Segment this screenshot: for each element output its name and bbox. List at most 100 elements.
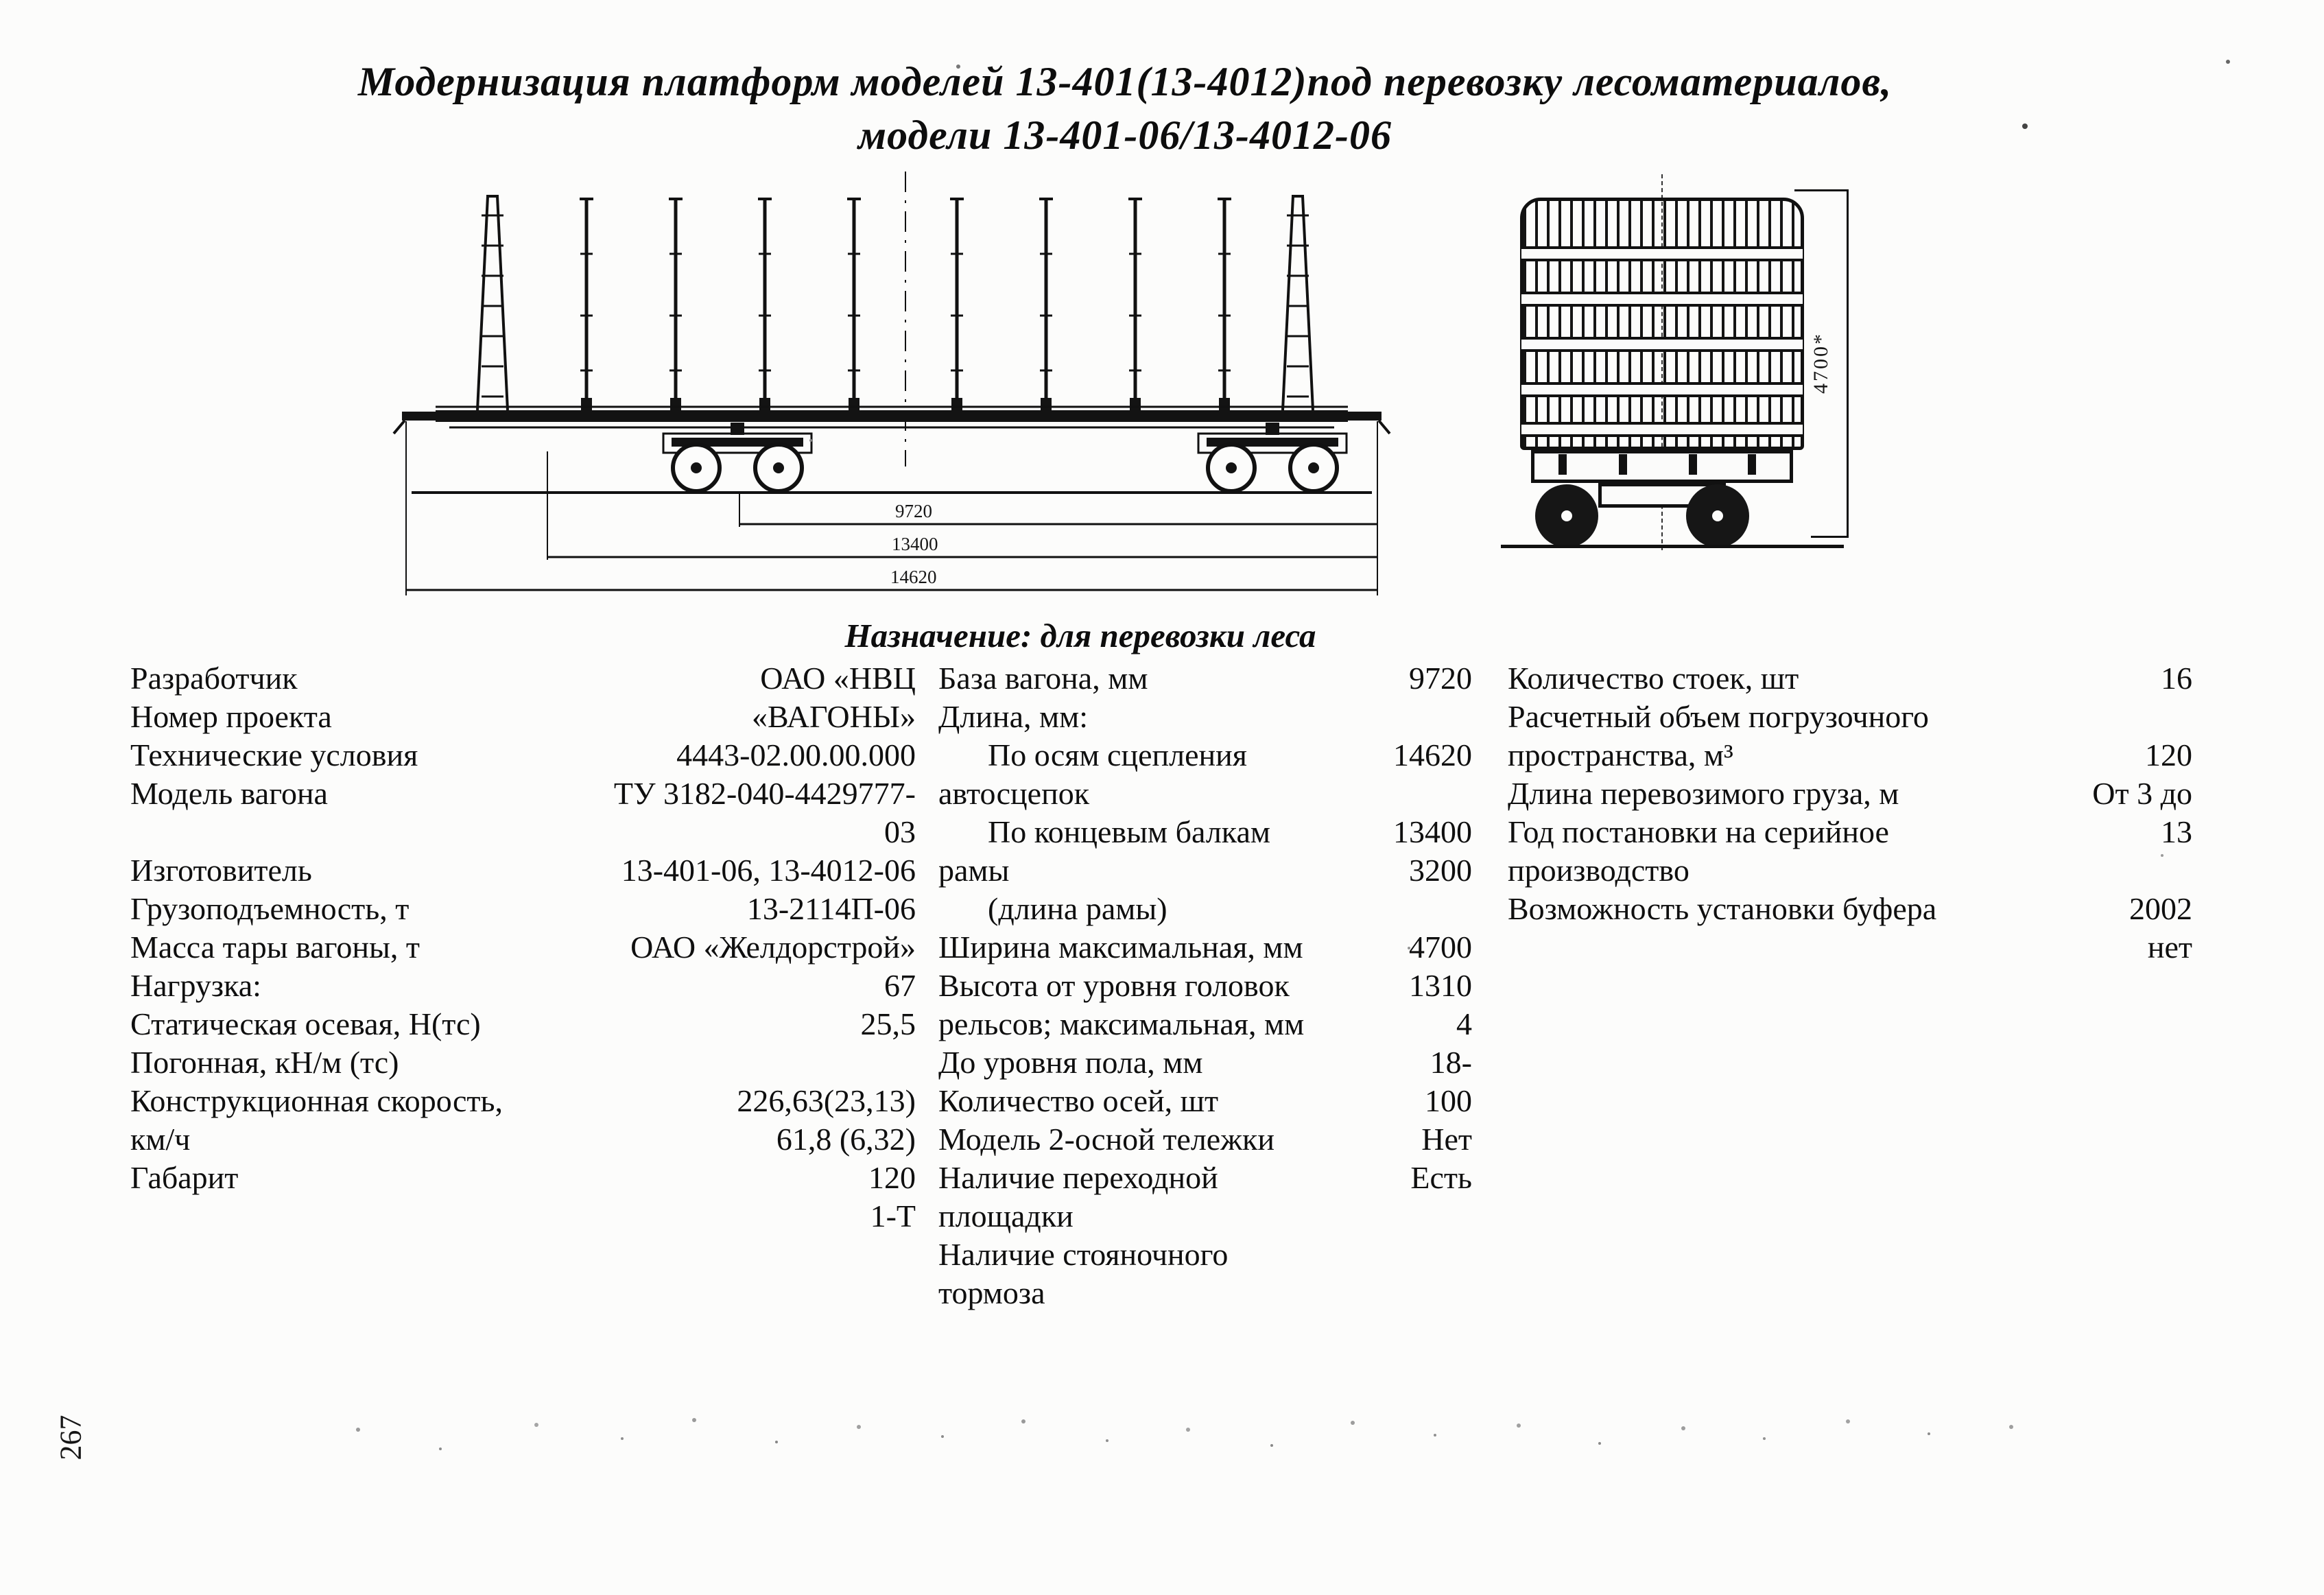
dim-label-4700: 4700* [1810, 332, 1832, 394]
spec-row: По концевым балкам 13400 [938, 814, 1472, 852]
uncoupling-rod-right [1377, 419, 1391, 435]
spec-label: По осям сцепления [988, 737, 1247, 772]
brake-hanger [1619, 454, 1627, 475]
wheel [1686, 484, 1749, 547]
spec-row: пространства, м³ 120 [1508, 737, 2192, 775]
spec-label: База вагона, мм [938, 661, 1148, 696]
timber-load [1520, 198, 1804, 450]
wheel [1535, 484, 1598, 547]
spec-value: 120 [2145, 737, 2192, 772]
spec-row: До уровня пола, мм 18- [938, 1044, 1472, 1083]
spec-row: Статическая осевая, Н(тс) 25,5 [130, 1006, 916, 1044]
spec-row: площадки [938, 1198, 1472, 1236]
stake-pocket [849, 398, 859, 410]
spec-row: км/ч 61,8 (6,32) [130, 1121, 916, 1159]
spec-value: ОАО «НВЦ [760, 661, 916, 696]
wheel-hub [1226, 462, 1237, 473]
spec-value: 9720 [1409, 661, 1472, 696]
binder-bar [1521, 246, 1803, 261]
wheel-hub [691, 462, 702, 473]
spec-value: нет [2147, 930, 2192, 965]
spec-label: Конструкционная скорость, [130, 1083, 503, 1118]
spec-row: Конструкционная скорость, 226,63(23,13) [130, 1083, 916, 1121]
binder-bar [1521, 382, 1803, 397]
spec-row: Габарит 120 [130, 1159, 916, 1198]
stake-pocket [1219, 398, 1230, 410]
spec-value: Есть [1410, 1160, 1472, 1195]
spec-value: 25,5 [860, 1006, 916, 1041]
spec-value: «ВАГОНЫ» [751, 699, 916, 734]
dim-label-9720: 9720 [895, 501, 932, 521]
bogies-group [662, 423, 1348, 493]
spec-row: Технические условия 4443-02.00.00.000 [130, 737, 916, 775]
spec-label: Габарит [130, 1160, 239, 1195]
spec-row: Масса тары вагоны, т ОАО «Желдорстрой» [130, 929, 916, 967]
spec-label: тормоза [938, 1275, 1045, 1310]
bogie-pivot [1266, 423, 1279, 435]
spec-label: Возможность установки буфера [1508, 891, 1937, 926]
spec-label: (длина рамы) [988, 891, 1167, 926]
spec-label: км/ч [130, 1122, 191, 1157]
spec-row: рельсов; максимальная, мм 4 [938, 1006, 1472, 1044]
spec-value: 13-401-06, 13-4012-06 [621, 853, 916, 888]
spec-label: Год постановки на серийное [1508, 814, 1889, 849]
coupler-right [1347, 412, 1382, 421]
spec-row: Модель вагона ТУ 3182-040-4429777- [130, 775, 916, 814]
spec-value: 13400 [1393, 814, 1472, 849]
rail-line [1501, 545, 1844, 548]
page-title: Модернизация платформ моделей 13-401(13-… [171, 55, 2078, 162]
spec-row: автосцепок [938, 775, 1472, 814]
stake-pocket [670, 398, 681, 410]
spec-label: Длина, мм: [938, 699, 1088, 734]
spec-label: Высота от уровня головок [938, 968, 1290, 1003]
spec-row: 1-Т [130, 1198, 916, 1236]
uncoupling-rod-left [392, 419, 406, 435]
spec-row: производство [1508, 852, 2192, 890]
spec-label: Модель 2-осной тележки [938, 1122, 1274, 1157]
binder-bar [1521, 422, 1803, 437]
spec-row: Модель 2-осной тележки Нет [938, 1121, 1472, 1159]
spec-row: нет [1508, 929, 2192, 967]
spec-value: 67 [884, 968, 916, 1003]
end-ladders-group [476, 195, 1314, 411]
binder-bar [1521, 292, 1803, 307]
ladder-rail [476, 196, 489, 411]
stake-pocket [1041, 398, 1052, 410]
spec-label: пространства, м³ [1508, 737, 1733, 772]
spec-row: Разработчик ОАО «НВЦ [130, 660, 916, 698]
stake-pocket [759, 398, 770, 410]
spec-label: Количество стоек, шт [1508, 661, 1799, 696]
dim-extension [1794, 189, 1847, 191]
spec-label: Технические условия [130, 737, 418, 772]
platform-beam [436, 410, 1348, 422]
spec-label: Разработчик [130, 661, 298, 696]
spec-label: Модель вагона [130, 776, 328, 811]
spec-row: Номер проекта «ВАГОНЫ» [130, 698, 916, 737]
ladder-rail [496, 196, 509, 411]
flatcar-end-view-drawing: 4700* [1495, 174, 1880, 550]
spec-label: Изготовитель [130, 853, 312, 888]
spec-label: Статическая осевая, Н(тс) [130, 1006, 481, 1041]
stake-pocket [1130, 398, 1141, 410]
spec-value: 2002 [2129, 891, 2192, 926]
spec-value: 14620 [1393, 737, 1472, 772]
stake-pocket [581, 398, 592, 410]
spec-row: Погонная, кН/м (тс) [130, 1044, 916, 1083]
scan-noise [0, 0, 3, 3]
spec-label: Погонная, кН/м (тс) [130, 1045, 399, 1080]
spec-value: 4443-02.00.00.000 [676, 737, 916, 772]
spec-label: До уровня пола, мм [938, 1045, 1203, 1080]
ladder-rail [1301, 196, 1314, 411]
page-number: 267 [54, 1415, 88, 1461]
spec-value: 61,8 (6,32) [776, 1122, 916, 1157]
wheel-hub [773, 462, 784, 473]
spec-label: Расчетный объем погрузочного [1508, 699, 1929, 734]
title-line-2: модели 13-401-06/13-4012-06 [858, 113, 1392, 158]
spec-row: Год постановки на серийное 13 [1508, 814, 2192, 852]
spec-value: 03 [884, 814, 916, 849]
spec-value: ОАО «Желдорстрой» [630, 930, 916, 965]
spec-label: Длина перевозимого груза, м [1508, 776, 1899, 811]
brake-hanger [1558, 454, 1567, 475]
title-line-1: Модернизация платформ моделей 13-401(13-… [357, 59, 1893, 104]
flatcar-side-view-drawing: 9720 13400 14620 [392, 172, 1391, 595]
